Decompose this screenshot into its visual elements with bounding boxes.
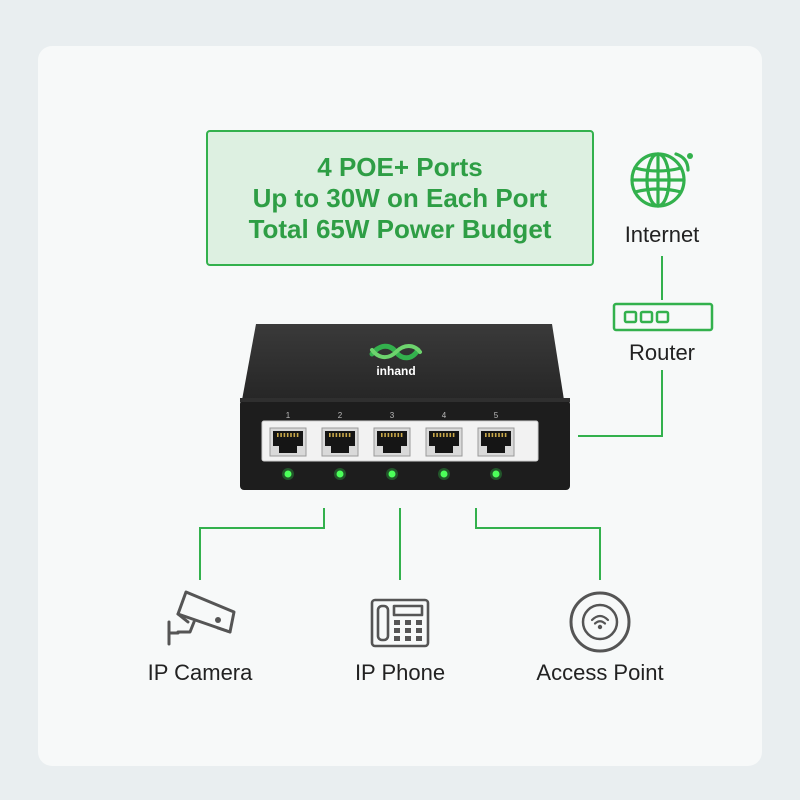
- poe-switch: inhand 1 2 3 4 5: [240, 324, 570, 490]
- feature-line-ports: 4 POE+ Ports: [317, 151, 483, 182]
- switch-port: 1: [269, 411, 307, 480]
- port-led: [388, 470, 396, 478]
- internet-label: Internet: [624, 222, 700, 247]
- access-point-label: Access Point: [536, 660, 664, 685]
- feature-line-budget: Total 65W Power Budget: [248, 213, 552, 244]
- phone-icon: [370, 598, 430, 648]
- globe-icon: [630, 152, 693, 208]
- feature-line-per-port: Up to 30W on Each Port: [252, 182, 548, 213]
- port-led: [336, 470, 344, 478]
- ip-camera-label: IP Camera: [147, 660, 253, 685]
- switch-port: 3: [373, 411, 411, 480]
- port-number-label: 1: [286, 411, 291, 420]
- switch-port: 5: [477, 411, 515, 480]
- ip-phone-label: IP Phone: [354, 660, 446, 685]
- router-label: Router: [628, 340, 696, 365]
- port-number-label: 5: [494, 411, 499, 420]
- line-router-switch: [578, 370, 663, 437]
- access-point-icon: [569, 591, 631, 653]
- port-led: [440, 470, 448, 478]
- router-icon: [612, 302, 714, 332]
- switch-port: 4: [425, 411, 463, 480]
- line-switch-ap: [475, 508, 601, 580]
- port-led: [492, 470, 500, 478]
- line-switch-camera: [199, 508, 325, 580]
- port-number-label: 3: [390, 411, 395, 420]
- brand-text: inhand: [376, 364, 415, 378]
- port-led: [284, 470, 292, 478]
- port-number-label: 4: [442, 411, 447, 420]
- camera-icon: [167, 590, 236, 646]
- feature-box: 4 POE+ Ports Up to 30W on Each Port Tota…: [206, 130, 594, 266]
- switch-port: 2: [321, 411, 359, 480]
- brand-logo: [369, 343, 422, 361]
- port-number-label: 2: [338, 411, 343, 420]
